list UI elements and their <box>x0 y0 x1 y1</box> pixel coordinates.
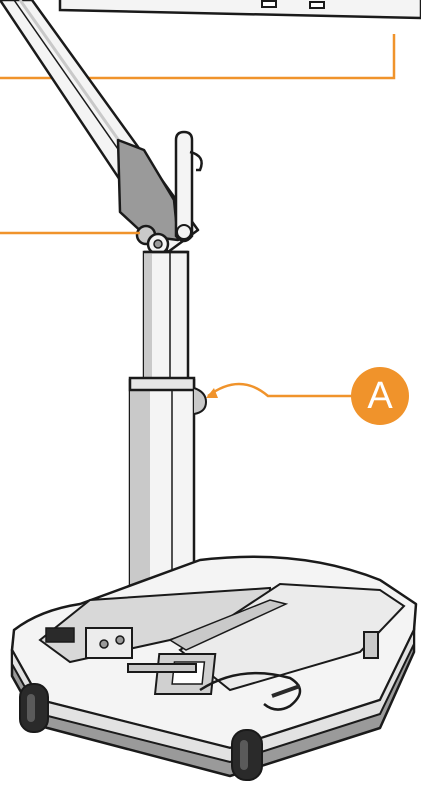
monitor-bottom-edge <box>58 0 421 20</box>
wheel-front-left <box>19 683 49 733</box>
leader-line-top <box>0 34 396 80</box>
leader-arrowhead <box>206 388 218 398</box>
wheel-front-right <box>231 729 263 781</box>
cart-base <box>10 555 418 778</box>
leader-line-a <box>207 382 356 398</box>
hinge-bracket <box>116 130 203 256</box>
callout-a-badge: A <box>351 367 409 425</box>
upper-column <box>142 250 190 384</box>
